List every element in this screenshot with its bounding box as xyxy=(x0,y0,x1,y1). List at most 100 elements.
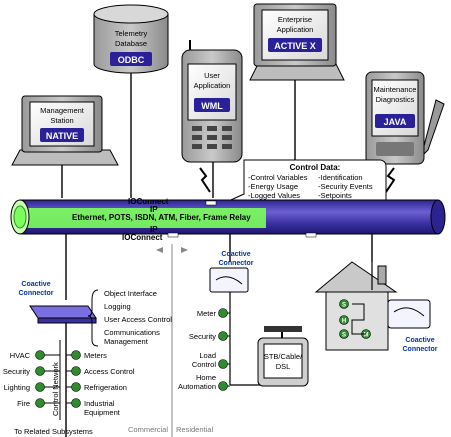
user-app-line2: Application xyxy=(194,81,231,90)
commercial-function-item: Management xyxy=(104,337,149,346)
control-data-right-item: -Setpoints xyxy=(318,191,352,200)
wireless-bolt-icon-2 xyxy=(385,167,396,193)
residential-item: Home xyxy=(196,373,216,382)
telemetry-database: Telemetry Database ODBC xyxy=(93,4,169,74)
java-badge xyxy=(375,114,415,128)
commercial-function-item: Object Interface xyxy=(104,289,157,298)
residential-connector-label-1: Coactive xyxy=(221,251,250,258)
residential-item: Automation xyxy=(178,382,216,391)
commercial-right-node xyxy=(71,398,81,408)
maintenance-line2: Diagnostics xyxy=(376,95,415,104)
native-badge-label: NATIVE xyxy=(46,131,78,141)
residential-item: Control xyxy=(192,360,217,369)
control-data-right-item: -Security Events xyxy=(318,182,373,191)
stb-line2: DSL xyxy=(276,362,291,371)
control-data-left-item: -Control Variables xyxy=(248,173,308,182)
residential-connector-device xyxy=(209,267,249,293)
commercial-right-node xyxy=(71,382,81,392)
house-connector-label-2: Connector xyxy=(403,346,438,353)
telemetry-line1: Telemetry xyxy=(115,29,148,38)
commercial-connector-label-2: Connector xyxy=(19,290,54,297)
odbc-badge-label: ODBC xyxy=(118,55,145,65)
residential-connector-label-2: Connector xyxy=(219,260,254,267)
residential-node xyxy=(218,359,228,369)
odbc-badge xyxy=(110,52,152,66)
native-badge xyxy=(40,128,84,142)
control-data-left-item: -Energy Usage xyxy=(248,182,298,191)
enterprise-line1: Enterprise xyxy=(278,15,312,24)
house-node-label: M xyxy=(364,333,369,339)
residential-item: Security xyxy=(189,332,216,341)
commercial-left-node xyxy=(35,366,45,376)
house-node-label: H xyxy=(342,319,346,325)
commercial-connector-device xyxy=(29,305,97,319)
ioconnect-bottom: IOConnect xyxy=(122,233,163,242)
residential-item: Meter xyxy=(197,309,217,318)
house-node-label: S xyxy=(342,333,346,339)
maintenance-diagnostics-pda: Maintenance Diagnostics JAVA xyxy=(365,71,445,193)
residential-node xyxy=(218,331,228,341)
house-node xyxy=(339,315,349,325)
to-related-label: To Related Subsystems xyxy=(14,427,93,436)
commercial-connector-label-1: Coactive xyxy=(21,281,50,288)
control-network-label: Control Network xyxy=(51,362,60,416)
control-data-right-item: -Identification xyxy=(318,173,363,182)
activex-badge xyxy=(268,38,322,52)
ip-bottom: IP xyxy=(150,225,158,234)
house-node xyxy=(339,329,349,339)
user-application-phone: User Application WML xyxy=(181,40,243,193)
commercial-right-item: Refrigeration xyxy=(84,383,127,392)
residential-node xyxy=(218,308,228,318)
commercial-label: Commercial xyxy=(128,425,168,434)
residential-section: Coactive Connector MeterSecurityLoadCont… xyxy=(178,251,309,391)
commercial-left-item: Security xyxy=(3,367,30,376)
commercial-left-item: HVAC xyxy=(10,351,31,360)
stb-line1: STB/Cable/ xyxy=(264,352,303,361)
ip-top: IP xyxy=(150,205,158,214)
ip-band xyxy=(18,208,266,228)
residential-node xyxy=(218,381,228,391)
network-types: Ethernet, POTS, ISDN, ATM, Fiber, Frame … xyxy=(72,213,251,222)
network-pipe: Ethernet, POTS, ISDN, ATM, Fiber, Frame … xyxy=(10,197,446,242)
commercial-function-item: Communications xyxy=(104,328,160,337)
house: S H S M Coactive Connector xyxy=(314,261,438,353)
commercial-section: Coactive Connector Object InterfaceLoggi… xyxy=(3,281,172,437)
commercial-right-item: Access Control xyxy=(84,367,135,376)
commercial-right-node xyxy=(71,366,81,376)
downlink-lines xyxy=(65,234,373,300)
maintenance-line1: Maintenance xyxy=(374,85,417,94)
zone-divider: Commercial Residential xyxy=(128,244,213,437)
stylus-icon xyxy=(423,99,445,156)
commercial-right-node xyxy=(71,350,81,360)
stb-box xyxy=(264,326,302,332)
commercial-right-item: Meters xyxy=(84,351,107,360)
enterprise-application: Enterprise Application ACTIVE X xyxy=(249,3,345,81)
ioconnect-top: IOConnect xyxy=(128,197,169,206)
management-line1: Management xyxy=(40,106,85,115)
residential-item: Load xyxy=(199,351,216,360)
commercial-left-item: Lighting xyxy=(4,383,30,392)
commercial-function-item: Logging xyxy=(104,302,131,311)
commercial-right-item: Equipment xyxy=(84,408,121,417)
control-data-left-item: -Logged Values xyxy=(248,191,300,200)
wml-badge xyxy=(194,98,230,112)
user-app-line1: User xyxy=(204,71,220,80)
java-badge-label: JAVA xyxy=(384,117,407,127)
wireless-bolt-icon xyxy=(199,167,211,193)
management-line2: Station xyxy=(50,116,73,125)
commercial-left-node xyxy=(35,382,45,392)
commercial-right-item: Industrial xyxy=(84,399,115,408)
management-station: Management Station NATIVE xyxy=(11,95,119,166)
house-node-label: S xyxy=(342,303,346,309)
commercial-left-node xyxy=(35,350,45,360)
enterprise-line2: Application xyxy=(277,25,314,34)
residential-label: Residential xyxy=(176,425,213,434)
house-connector-device xyxy=(387,299,431,329)
commercial-left-item: Fire xyxy=(17,399,30,408)
commercial-function-item: User Access Control xyxy=(104,315,172,324)
house-node xyxy=(339,299,349,309)
house-connector-label-1: Coactive xyxy=(405,337,434,344)
activex-badge-label: ACTIVE X xyxy=(274,41,316,51)
